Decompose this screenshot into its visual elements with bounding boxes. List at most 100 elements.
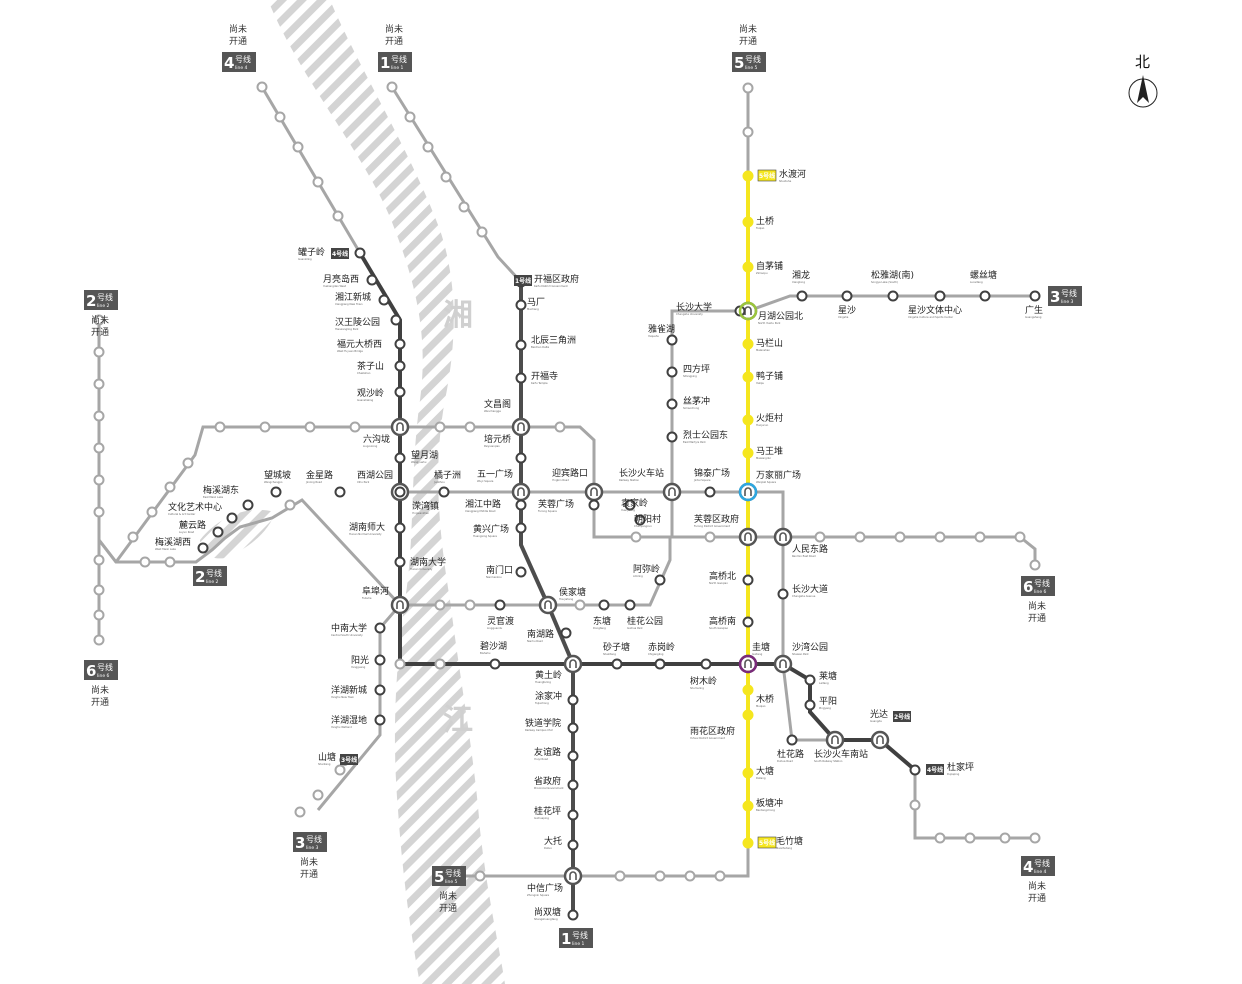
station-dujiaping[interactable]	[909, 764, 921, 776]
station-datuo[interactable]	[567, 839, 579, 851]
station-guihuaping[interactable]	[567, 809, 579, 821]
station-xingsha[interactable]	[841, 290, 853, 302]
station-huojucun[interactable]	[742, 414, 754, 426]
station-datang[interactable]	[742, 767, 754, 779]
station-shawangongyuan[interactable]	[773, 654, 793, 674]
station-gaoqiaobei[interactable]	[742, 574, 754, 586]
station-guangsheng[interactable]	[1029, 290, 1041, 302]
station-luosita[interactable]	[979, 290, 991, 302]
station-shumuling[interactable]	[700, 658, 712, 670]
station-guanziling[interactable]	[354, 247, 366, 259]
mini-badge-bg	[340, 754, 358, 765]
station-wenhuayishu[interactable]	[226, 512, 238, 524]
station-yingbinlukou[interactable]	[584, 482, 604, 502]
station-xingshawenti[interactable]	[934, 290, 946, 302]
station-changshahuochenanzhan[interactable]	[825, 730, 845, 750]
station-fuyuandaqiao[interactable]	[394, 338, 406, 350]
station-maozhutang[interactable]	[742, 837, 754, 849]
station-meixihudong[interactable]	[242, 499, 254, 511]
future-station-dot	[574, 599, 586, 611]
station-tiedaoxueyuan[interactable]	[567, 722, 579, 734]
station-simaochong[interactable]	[666, 398, 678, 410]
station-nanhulu[interactable]	[560, 627, 572, 639]
station-hanwangling[interactable]	[390, 314, 402, 326]
station-xianglong[interactable]	[796, 290, 808, 302]
station-chazishan[interactable]	[394, 360, 406, 372]
station-dongtang[interactable]	[598, 599, 610, 611]
station-xiangjiangzhonglu[interactable]	[515, 499, 527, 511]
station-jintaiguangchang[interactable]	[704, 486, 716, 498]
station-yazipu[interactable]	[742, 371, 754, 383]
mini-badge-text: 1号线	[515, 277, 531, 285]
station-chigangling[interactable]	[654, 658, 666, 670]
station-luyunlu[interactable]	[212, 526, 224, 538]
compass-arrow-icon	[1137, 75, 1149, 103]
station-chaoyangcun[interactable]	[634, 514, 646, 526]
station-yanghuxincheng[interactable]	[374, 684, 386, 696]
station-mawangdui[interactable]	[742, 447, 754, 459]
station-malanshan[interactable]	[742, 338, 754, 350]
station-wangyuehu[interactable]	[394, 452, 406, 464]
station-yaquehu[interactable]	[666, 334, 678, 346]
station-jinxinglu[interactable]	[334, 486, 346, 498]
station-liwanzhen[interactable]	[394, 486, 406, 498]
station-hunandaxue[interactable]	[394, 556, 406, 568]
station-bantangchong[interactable]	[742, 800, 754, 812]
station-songyahunan[interactable]	[887, 290, 899, 302]
station-xiangjiangxincheng[interactable]	[378, 294, 390, 306]
station-yanghushidi[interactable]	[374, 714, 386, 726]
station-pingyang[interactable]	[804, 699, 816, 711]
station-guangda[interactable]	[870, 730, 890, 750]
station-huangxingguangchang[interactable]	[515, 522, 527, 534]
station-youyilu[interactable]	[567, 750, 579, 762]
station-huangtuling[interactable]	[563, 654, 583, 674]
station-liugoulong[interactable]	[390, 417, 410, 437]
future-station-dot	[422, 141, 434, 153]
station-shuiduhe[interactable]	[742, 170, 754, 182]
station-sifangping[interactable]	[666, 366, 678, 378]
station-furongguangchang[interactable]	[588, 499, 600, 511]
future-station-dot	[164, 481, 176, 493]
station-gaoqiaonan[interactable]	[742, 616, 754, 628]
station-meixihuxi[interactable]	[197, 542, 209, 554]
station-zhongxinguangchang[interactable]	[563, 866, 583, 886]
station-yuhuaquzhengfu[interactable]	[742, 709, 754, 721]
station-shazitang[interactable]	[611, 658, 623, 670]
station-changshahuochezhan[interactable]	[662, 482, 682, 502]
station-renmindonglu[interactable]	[773, 527, 793, 547]
station-label: 西湖公园	[357, 470, 393, 481]
station-juzizhou[interactable]	[438, 486, 450, 498]
station-shangshuangtang[interactable]	[567, 909, 579, 921]
station-lingguandu[interactable]	[494, 599, 506, 611]
station-lieshigongyuandong[interactable]	[666, 431, 678, 443]
station-yangguang[interactable]	[374, 654, 386, 666]
station-hunanshida[interactable]	[394, 522, 406, 534]
station-tujiachong[interactable]	[567, 694, 579, 706]
station-duhualu[interactable]	[786, 734, 798, 746]
station-guihuagongyuan[interactable]	[624, 599, 636, 611]
station-furongquzhengfu[interactable]	[738, 527, 758, 547]
station-wuyiguangchang[interactable]	[511, 482, 531, 502]
station-yuanjialing[interactable]	[624, 499, 636, 511]
station-houjiatang[interactable]	[538, 595, 558, 615]
station-amiling[interactable]	[654, 574, 666, 586]
station-zimaopu[interactable]	[742, 261, 754, 273]
station-muqiao[interactable]	[742, 684, 754, 696]
station-beichensanjiaozhou[interactable]	[515, 339, 527, 351]
station-wangchengpo[interactable]	[270, 486, 282, 498]
station-shenlong[interactable]	[804, 674, 816, 686]
station-changshadadao[interactable]	[777, 588, 789, 600]
station-yueliangdao[interactable]	[366, 274, 378, 286]
station-zhongnandaxue[interactable]	[374, 622, 386, 634]
station-fubuhe[interactable]	[390, 595, 410, 615]
station-wenchangge[interactable]	[511, 417, 531, 437]
station-guanshaling[interactable]	[394, 386, 406, 398]
station-peiyuanqiao[interactable]	[515, 452, 527, 464]
station-shengzhengfu[interactable]	[567, 779, 579, 791]
station-bishahu[interactable]	[489, 658, 501, 670]
station-nanmenkou[interactable]	[515, 566, 527, 578]
badge-cn: 号线	[572, 930, 588, 940]
station-kaifusi[interactable]	[515, 372, 527, 384]
station-tuqiao[interactable]	[742, 216, 754, 228]
station-machang[interactable]	[515, 299, 527, 311]
